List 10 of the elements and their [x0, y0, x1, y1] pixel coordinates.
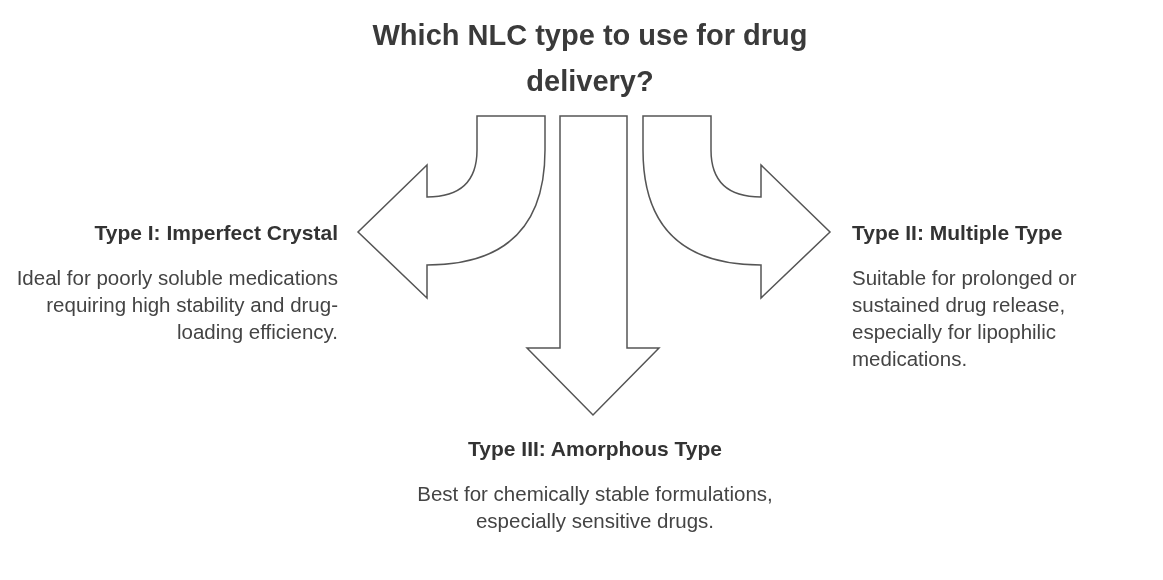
block-arrow [525, 115, 661, 417]
title-text: Which NLC type to use for drug delivery? [371, 18, 809, 99]
block-arrow [357, 115, 546, 299]
type-description: Best for chemically stable formulations, especially sensitive drugs. [416, 481, 774, 534]
type-heading: Type II: Multiple Type [852, 220, 1064, 246]
block-arrow [642, 115, 831, 299]
type-description: Ideal for poorly soluble medications requiring high stability and drug-loading efficiency. [15, 265, 338, 345]
type-description: Suitable for prolonged or sustained drug release, especially for lipophilic medications. [852, 265, 1078, 372]
type-heading: Type I: Imperfect Crystal [93, 220, 338, 246]
type-heading: Type III: Amorphous Type [467, 436, 723, 462]
